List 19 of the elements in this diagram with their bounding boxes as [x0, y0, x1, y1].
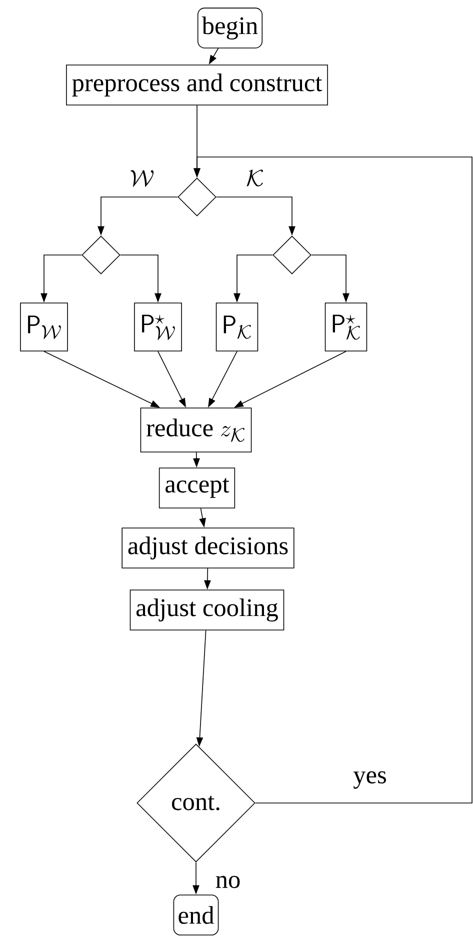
process-box: adjust cooling — [130, 590, 284, 630]
edge-label: $\mathcal{W}$ — [130, 170, 154, 187]
process-box: $\mathsf{P}_{\mathcal{W}}$ — [20, 302, 68, 352]
edge-label: $\mathcal{K}$ — [246, 170, 263, 186]
process-box: $\mathsf{P}^{\star}_{\mathcal{W}}$ — [134, 302, 182, 352]
decision-diamond — [272, 236, 312, 274]
process-box: accept — [158, 468, 236, 508]
end-box: end — [173, 894, 219, 936]
edge-label: no — [216, 876, 240, 888]
process-box: $\mathsf{P}^{\star}_{\mathcal{K}}$ — [324, 302, 368, 352]
process-box: adjust decisions — [122, 528, 294, 568]
process-box: $\mbox{reduce}\ z_{\mathcal{K}}$ — [140, 408, 252, 452]
decision-diamond — [178, 178, 216, 216]
process-box: preprocess and construct — [66, 64, 328, 106]
arrow — [194, 156, 472, 804]
edge-label: yes — [353, 771, 386, 789]
start-box: begin — [197, 8, 263, 48]
decision-diamond — [82, 236, 120, 274]
process-box: $\mathsf{P}_{\mathcal{K}}$ — [216, 302, 258, 352]
